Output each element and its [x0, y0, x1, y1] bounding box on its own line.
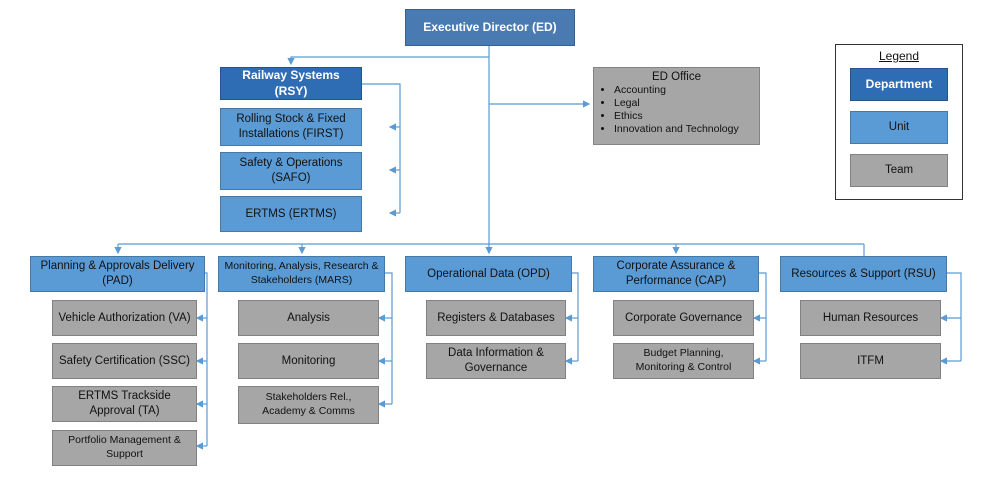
team-analysis: Analysis [238, 300, 379, 336]
legend-department: Department [850, 68, 948, 101]
team-human-resources: Human Resources [800, 300, 941, 336]
ed-office-list: Accounting Legal Ethics Innovation and T… [600, 84, 753, 136]
unit-mars: Monitoring, Analysis, Research & Stakeho… [218, 256, 385, 292]
unit-ertms: ERTMS (ERTMS) [220, 196, 362, 232]
legend: Legend Department Unit Team [835, 44, 963, 200]
team-corporate-governance: Corporate Governance [613, 300, 754, 336]
team-budget-planning: Budget Planning, Monitoring & Control [613, 343, 754, 379]
ed-office-box: ED Office Accounting Legal Ethics Innova… [593, 67, 760, 145]
team-registers: Registers & Databases [426, 300, 566, 336]
unit-opd: Operational Data (OPD) [405, 256, 572, 292]
team-stakeholders: Stakeholders Rel., Academy & Comms [238, 386, 379, 424]
unit-safo: Safety & Operations (SAFO) [220, 152, 362, 190]
legend-team: Team [850, 154, 948, 187]
legend-title: Legend [878, 49, 920, 63]
unit-first: Rolling Stock & Fixed Installations (FIR… [220, 108, 362, 146]
unit-pad: Planning & Approvals Delivery (PAD) [30, 256, 205, 292]
ed-office-item: Ethics [614, 110, 753, 123]
unit-cap: Corporate Assurance & Performance (CAP) [593, 256, 759, 292]
team-itfm: ITFM [800, 343, 941, 379]
legend-unit: Unit [850, 111, 948, 144]
team-monitoring: Monitoring [238, 343, 379, 379]
ed-office-item: Accounting [614, 84, 753, 97]
executive-director-box: Executive Director (ED) [405, 9, 575, 46]
railway-systems-department: Railway Systems (RSY) [220, 67, 362, 100]
unit-rsu: Resources & Support (RSU) [780, 256, 947, 292]
ed-office-item: Legal [614, 97, 753, 110]
team-data-information: Data Information & Governance [426, 343, 566, 379]
team-ta: ERTMS Trackside Approval (TA) [52, 386, 197, 422]
team-va: Vehicle Authorization (VA) [52, 300, 197, 336]
ed-office-item: Innovation and Technology [614, 123, 753, 136]
team-ssc: Safety Certification (SSC) [52, 343, 197, 379]
team-portfolio-management: Portfolio Management & Support [52, 430, 197, 466]
ed-office-title: ED Office [652, 71, 701, 83]
